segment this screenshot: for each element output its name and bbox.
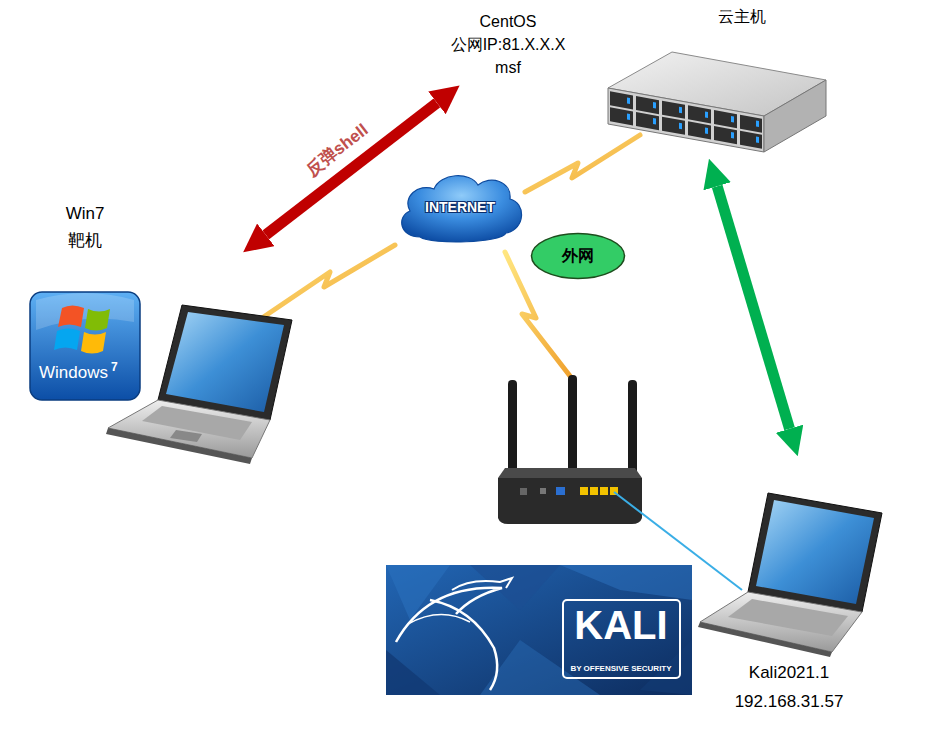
node-text: Kali2021.1 192.168.31.57	[734, 658, 845, 716]
drive-light	[756, 121, 759, 128]
host-label: CentOS 公网IP:81.X.X.X msf	[442, 6, 575, 83]
target-laptop: Win7 靶机	[25, 196, 240, 291]
drive-bay	[662, 117, 685, 135]
node-text: CentOS 公网IP:81.X.X.X msf	[450, 10, 567, 79]
drive-bay	[636, 96, 659, 114]
windows-logo	[30, 292, 140, 400]
drive-bay	[688, 121, 711, 139]
antenna	[508, 380, 517, 475]
laptop-icon	[106, 305, 292, 464]
brand-text: KALI	[574, 603, 667, 648]
logo-text: Windows	[39, 363, 108, 383]
router-port	[540, 488, 546, 494]
router-icon	[498, 375, 642, 524]
server-icon	[608, 52, 826, 152]
banner-ground	[386, 565, 692, 695]
node-text: INTERNET	[424, 198, 496, 216]
cloud-server: 云主机	[600, 5, 830, 155]
server-side	[764, 80, 826, 152]
drive-light	[731, 132, 734, 139]
laptop-keyboard	[728, 599, 848, 636]
wan-ellipse: 外网	[530, 232, 626, 280]
drive-bays	[610, 91, 762, 148]
router-body	[498, 478, 642, 524]
drive-light	[756, 137, 759, 144]
edge-label-holder: 反弹shell	[337, 150, 410, 173]
laptop-screen	[166, 312, 284, 412]
logo-box	[563, 600, 680, 678]
laptop-frame	[748, 493, 882, 612]
internet-cloud: INTERNET	[392, 167, 528, 247]
drive-bay	[610, 91, 633, 109]
drive-bay	[610, 107, 633, 125]
edge-label: 反弹shell	[301, 119, 373, 182]
banner-facet	[560, 565, 692, 600]
wireless-bolt	[525, 135, 640, 192]
banner-facet	[386, 650, 440, 695]
cloud-outline	[402, 176, 522, 242]
drive-bay	[714, 126, 737, 144]
drive-bay	[662, 101, 685, 119]
wan-port	[556, 487, 565, 495]
node-text: Win7 靶机	[65, 200, 106, 254]
flag-yellow	[81, 332, 106, 354]
laptop-touchpad	[170, 430, 202, 442]
drive-bay	[688, 105, 711, 123]
drive-light	[731, 116, 734, 123]
drive-light	[653, 118, 656, 125]
lan-port	[580, 487, 588, 495]
dragon-line	[408, 614, 470, 624]
antenna	[628, 380, 637, 475]
drive-bay	[714, 110, 737, 128]
label-holder: Windows	[39, 363, 108, 383]
antenna	[568, 375, 577, 475]
router-port	[520, 488, 527, 495]
drive-light	[653, 102, 656, 109]
flag-green	[85, 309, 110, 331]
drive-light	[627, 97, 630, 104]
kali-banner	[386, 565, 692, 695]
label-holder: 7	[111, 360, 118, 374]
drive-light	[679, 123, 682, 130]
router-top	[498, 468, 642, 478]
laptop-screen	[756, 500, 874, 604]
drive-bay	[740, 131, 762, 149]
drive-light	[705, 111, 708, 118]
server-front	[608, 88, 764, 152]
lan-port	[600, 487, 608, 495]
ellipse-outline	[532, 234, 625, 279]
laptop-icon	[698, 493, 882, 657]
drive-bay	[740, 115, 762, 133]
label-holder: KALI	[574, 603, 667, 648]
label-holder: BY OFFENSIVE SECURITY	[570, 664, 671, 673]
logo-version: 7	[111, 360, 118, 374]
drive-bay	[636, 112, 659, 130]
lan-port	[590, 487, 598, 495]
node-text: 云主机	[717, 7, 767, 27]
dragon-line	[452, 578, 512, 590]
drive-light	[679, 107, 682, 114]
flag-red	[58, 306, 84, 328]
banner-facet	[386, 565, 450, 620]
node-text: 外网	[561, 246, 595, 266]
dragon-line	[430, 600, 497, 690]
logo-gloss	[36, 293, 134, 330]
logo-tile	[30, 292, 140, 400]
access-arrow	[717, 186, 789, 429]
kali-laptop: Kali2021.1 192.168.31.57	[695, 460, 885, 720]
drive-light	[705, 127, 708, 134]
flag-blue	[54, 329, 80, 351]
laptop-frame	[158, 305, 292, 420]
brand-tagline: BY OFFENSIVE SECURITY	[570, 664, 671, 673]
wireless-bolt	[262, 245, 395, 318]
drive-light	[627, 113, 630, 120]
